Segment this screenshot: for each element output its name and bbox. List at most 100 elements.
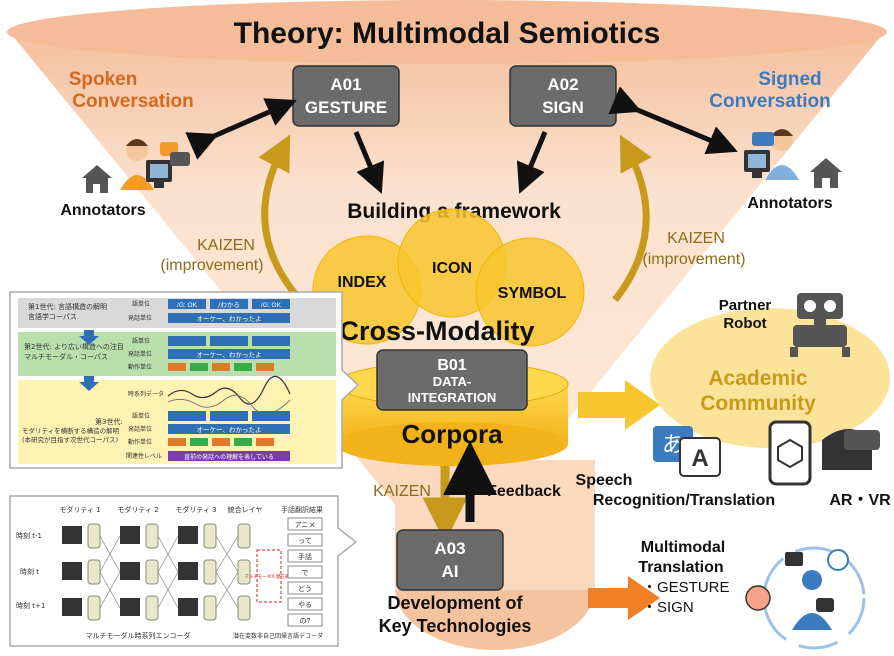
a03-ai-box[interactable]: A03 AI — [396, 529, 504, 591]
a01-gesture-box[interactable]: A01 GESTURE — [292, 65, 400, 127]
right-annotators-label: Annotators — [747, 195, 832, 212]
a02-sign-box[interactable]: A02 SIGN — [509, 65, 617, 127]
b01-data-integration-box[interactable]: B01 DATA- INTEGRATION — [376, 349, 528, 411]
right-double-arrow — [608, 86, 738, 155]
left-annotator-illustration — [82, 139, 190, 193]
multimodal-translation-2: Translation — [638, 559, 723, 576]
gen1-label: 第1世代: 言語構造の解明 — [28, 302, 107, 311]
funnel-top-ellipse — [7, 0, 887, 64]
house-icon — [82, 165, 112, 193]
partner-robot-label-1: Partner — [719, 297, 772, 314]
ar-phone-icon — [768, 420, 812, 486]
speech-label-2: Recognition/Translation — [593, 492, 775, 509]
tag-g-ok-1: /G: OK — [177, 302, 198, 309]
translate-icon: あ A — [653, 426, 721, 477]
spoken-conversation-label-2: Conversation — [72, 91, 193, 112]
a02-name: SIGN — [542, 98, 584, 117]
left-annotators-label: Annotators — [60, 202, 145, 219]
vr-headset-icon — [822, 429, 880, 470]
a03-code: A03 — [434, 539, 465, 558]
row-utter-1: 発話単位 — [128, 314, 152, 322]
academic-label-2: Community — [700, 392, 816, 415]
multimodal-translation-sign: ・SIGN — [642, 599, 694, 616]
page-title: Theory: Multimodal Semiotics — [234, 17, 661, 50]
row-action-2: 動作単位 — [128, 363, 152, 371]
row-time-prev: 時刻 t-1 — [16, 531, 42, 540]
arvr-label: AR・VR — [829, 492, 891, 509]
gen2-label: 第2世代: より広い構造への注目 — [24, 342, 124, 351]
corpora-label: Corpora — [401, 419, 503, 449]
tag-wakaru-1: /わかる — [218, 301, 240, 309]
right-annotator-illustration — [744, 129, 842, 188]
a02-code: A02 — [547, 75, 578, 94]
speech-label-1: Speech — [576, 472, 633, 489]
academic-label-1: Academic — [708, 367, 808, 390]
cross-modality-label: Cross-Modality — [339, 316, 534, 346]
symbol-circle — [475, 237, 585, 347]
corpora-to-academic-arrow — [578, 380, 660, 430]
person-at-computer-icon — [744, 129, 799, 180]
gen3-sub1: モダリティを横断する構造の解明 — [22, 426, 120, 435]
col-modality-3: モダリティ 3 — [175, 505, 216, 514]
svg-text:あ: あ — [662, 433, 684, 458]
kaizen-left-1: KAIZEN — [197, 237, 255, 254]
ai-to-translation-arrow — [588, 576, 660, 620]
right-kaizen-curve-arrow — [612, 134, 652, 303]
person-at-computer-icon — [120, 139, 190, 190]
a01-name: GESTURE — [305, 98, 387, 117]
spoken-conversation-label-1: Spoken — [69, 69, 138, 90]
col-result: 手話翻訳結果 — [281, 505, 323, 514]
row-time-next: 時刻 t+1 — [16, 601, 45, 610]
row-timeseries: 時系列データ — [128, 390, 164, 398]
utter-text-1: オーケー、わかったよ — [197, 315, 262, 323]
col-integration: 統合レイヤ — [228, 505, 263, 514]
row-relevance: 関連性レベル — [126, 452, 162, 460]
utter-text-3: オーケー、わかったよ — [197, 426, 262, 434]
corpus-generations-panel: 第1世代: 言語構造の解明 言語学コーパス 第2世代: より広い構造への注目 マ… — [9, 291, 360, 469]
multimodal-translation-gesture: ・GESTURE — [642, 579, 730, 596]
gen3-sub2: (本研究が目指す次世代コーパス) — [22, 435, 118, 444]
multimodal-translation-1: Multimodal — [641, 539, 725, 556]
row-time-now: 時刻 t — [20, 567, 39, 576]
utter-text-2: オーケー、わかったよ — [197, 351, 262, 359]
b01-code: B01 — [437, 357, 466, 374]
gen2-sub: マルチモーダル・コーパス — [24, 352, 108, 361]
index-label: INDEX — [338, 274, 387, 291]
output-tokens: アニメ って 手話 で どう やる の? — [287, 517, 323, 627]
kaizen-left-2: (improvement) — [160, 257, 263, 274]
network-architecture-panel: モダリティ 1 モダリティ 2 モダリティ 3 統合レイヤ 手話翻訳結果 時刻 … — [9, 495, 358, 647]
robot-icon — [790, 293, 850, 357]
development-label-1: Development of — [387, 593, 523, 613]
row-word-2: 語単位 — [132, 337, 150, 345]
row-word-3: 語単位 — [132, 412, 150, 420]
left-kaizen-curve-arrow — [258, 134, 303, 303]
signed-conversation-label-1: Signed — [758, 69, 821, 90]
kaizen-right-2: (improvement) — [642, 251, 745, 268]
left-double-arrow — [185, 98, 297, 160]
b01-name-2: INTEGRATION — [408, 390, 497, 405]
a01-code: A01 — [330, 75, 361, 94]
development-label-2: Key Technologies — [379, 616, 532, 636]
signed-conversation-label-2: Conversation — [709, 91, 830, 112]
b01-name-1: DATA- — [433, 374, 472, 389]
output-token: やる — [298, 601, 312, 609]
decoder-label: 潜在変数非自己回帰言語デコーダ — [233, 632, 323, 640]
row-utter-3: 発話単位 — [128, 425, 152, 433]
output-token: の? — [300, 618, 311, 625]
svg-text:A: A — [691, 445, 708, 472]
row-action-3: 動作単位 — [128, 438, 152, 446]
a03-name: AI — [442, 562, 459, 581]
gen3-label: 第3世代: — [95, 417, 123, 426]
col-modality-1: モダリティ 1 — [59, 505, 100, 514]
icon-label: ICON — [432, 260, 472, 277]
row-utter-2: 発話単位 — [128, 350, 152, 358]
tag-g-ok-2: /G: OK — [261, 302, 282, 309]
latent-note: マルチモーダル潜在表現 — [244, 573, 294, 580]
feedback-label: Feedback — [487, 483, 561, 500]
relevance-text: 直前の発話への理解を表している — [184, 453, 274, 461]
output-token: 手話 — [298, 552, 312, 561]
symbol-label: SYMBOL — [498, 285, 567, 302]
house-icon — [810, 158, 842, 188]
col-modality-2: モダリティ 2 — [117, 505, 158, 514]
a01-to-framework-arrow — [353, 131, 385, 194]
